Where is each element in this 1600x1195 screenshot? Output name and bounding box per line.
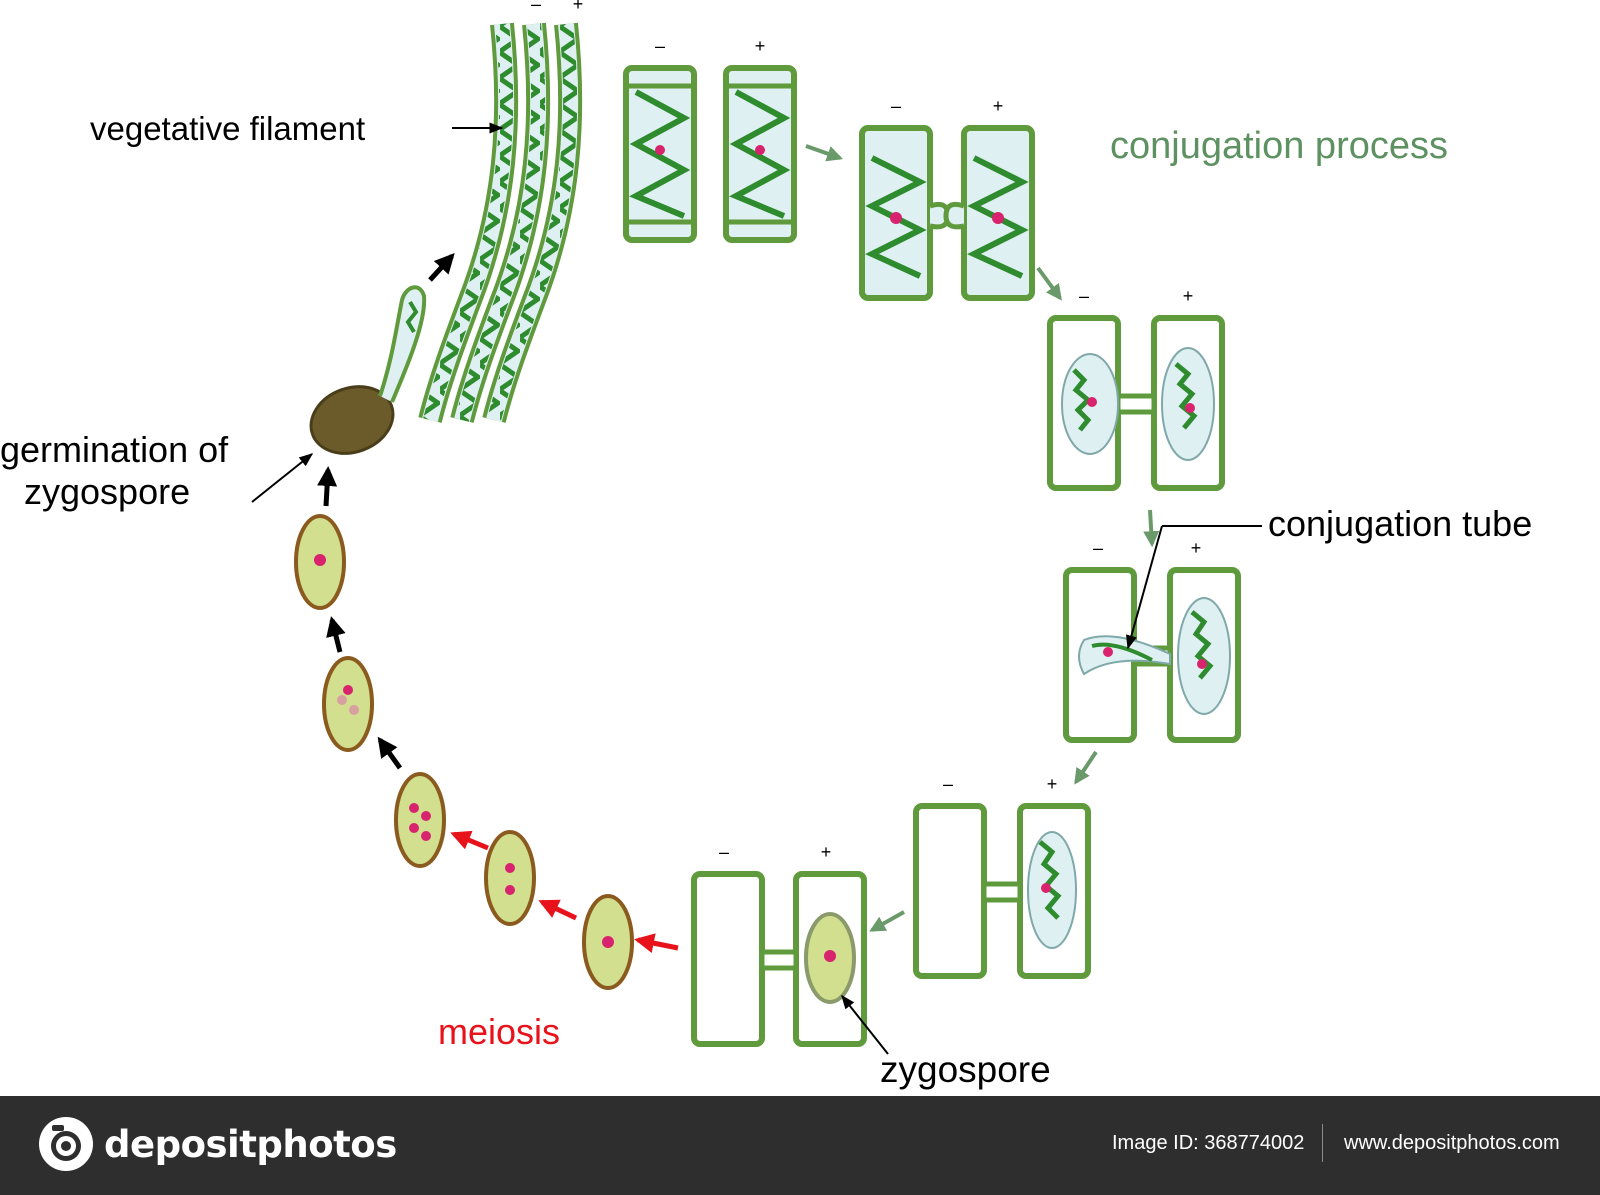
- stage-6-minus-sign: –: [719, 842, 729, 862]
- label-germination-line-2: zygospore: [24, 471, 190, 512]
- image-id-text: Image ID: 368774002: [1112, 1132, 1304, 1155]
- website-link[interactable]: www.depositphotos.com: [1344, 1132, 1560, 1155]
- stage-2-minus-sign: –: [891, 96, 901, 116]
- camera-logo-icon: [38, 1116, 94, 1172]
- zygospore-4: [324, 658, 372, 750]
- label-vegetative-filament: vegetative filament: [90, 110, 365, 147]
- diagram-canvas: – + – + – + – +: [0, 0, 1600, 1096]
- stage-3-minus-sign: –: [1079, 286, 1089, 306]
- brand-logo[interactable]: depositphotos: [38, 1116, 397, 1172]
- label-zygospore: zygospore: [880, 1049, 1051, 1090]
- zygospore-5: [296, 516, 344, 608]
- label-meiosis: meiosis: [438, 1011, 560, 1052]
- label-conjugation-process: conjugation process: [1110, 125, 1448, 167]
- zygospore-3: [396, 774, 444, 866]
- stage-5-cells: [916, 806, 1088, 976]
- stage-3-cells: [1050, 318, 1222, 488]
- label-conjugation-tube: conjugation tube: [1268, 503, 1532, 544]
- stage-6-cells: [694, 874, 864, 1044]
- stage-4-cells: [1066, 570, 1238, 740]
- vegetative-filament-pair: [430, 24, 570, 420]
- stage-2-cells: [862, 128, 1032, 298]
- zygospore-2: [486, 832, 534, 924]
- label-germination-line-1: germination of: [0, 429, 229, 470]
- stage-1-plus-sign: +: [755, 36, 766, 56]
- zygospore-1: [584, 896, 632, 988]
- footer-divider: [1322, 1124, 1323, 1162]
- stage-3-plus-sign: +: [1183, 286, 1194, 306]
- brand-name: depositphotos: [104, 1123, 397, 1166]
- stage-5-minus-sign: –: [943, 774, 953, 794]
- stage-1-minus-sign: –: [655, 36, 665, 56]
- filament-plus-sign: +: [573, 0, 584, 14]
- footer-bar: depositphotos Image ID: 368774002 www.de…: [0, 1096, 1600, 1195]
- filament-minus-sign: –: [531, 0, 541, 14]
- stage-5-plus-sign: +: [1047, 774, 1058, 794]
- stage-4-minus-sign: –: [1093, 538, 1103, 558]
- germinating-zygospore: [302, 287, 425, 464]
- stage-4-plus-sign: +: [1191, 538, 1202, 558]
- stage-2-plus-sign: +: [993, 96, 1004, 116]
- stage-1-cells: [626, 68, 794, 240]
- stage-6-plus-sign: +: [821, 842, 832, 862]
